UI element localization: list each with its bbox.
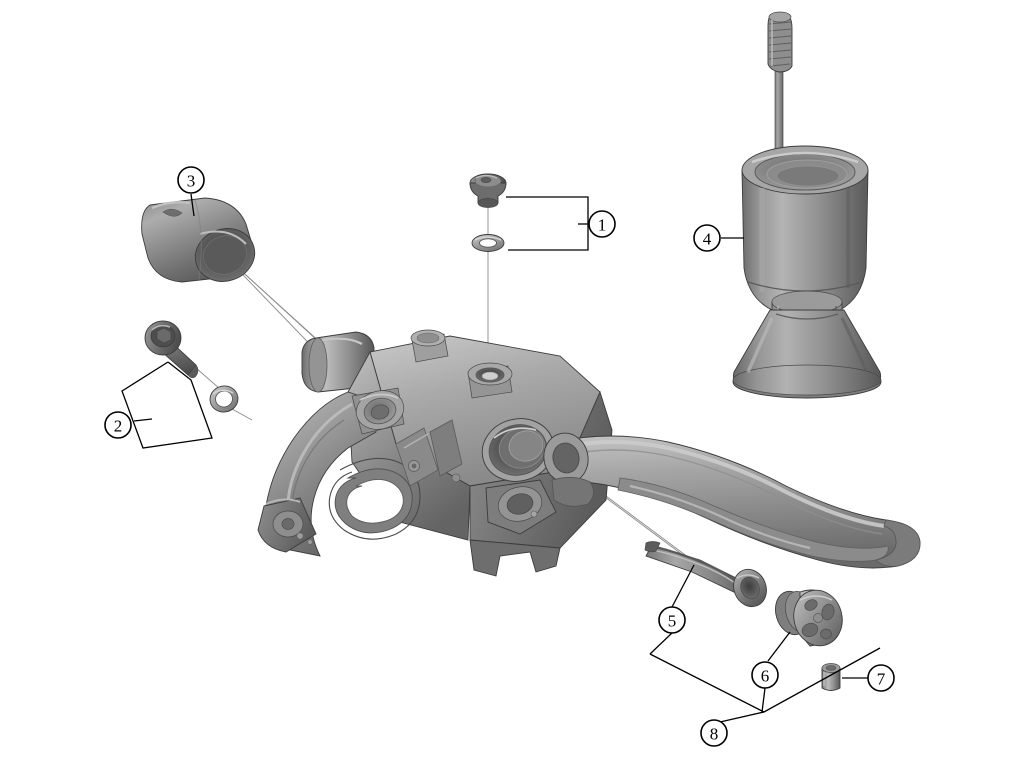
callout-7-circle[interactable] xyxy=(867,664,895,692)
callout-3-label: 3 xyxy=(187,172,196,191)
callout-leader-lines xyxy=(121,193,881,723)
callout-7-label: 7 xyxy=(877,670,886,689)
callout-4[interactable]: 4 xyxy=(693,224,721,252)
callout-4-circle[interactable] xyxy=(693,224,721,252)
brake-lever-arm xyxy=(543,432,921,569)
callout-1-circle[interactable] xyxy=(588,210,616,238)
callout-5[interactable]: 5 xyxy=(658,606,686,634)
clamp-bolt xyxy=(144,320,199,379)
callout-8-label: 8 xyxy=(710,725,719,744)
callout-6-label: 6 xyxy=(761,667,770,686)
reservoir-bleed-kit xyxy=(732,11,882,399)
callout-8-circle[interactable] xyxy=(700,719,728,747)
leader-callout-2-bracket xyxy=(121,361,213,449)
callout-3[interactable]: 3 xyxy=(177,166,205,194)
reach-adjust-dial xyxy=(775,589,843,647)
callout-2-circle[interactable] xyxy=(104,411,132,439)
callout-7[interactable]: 7 xyxy=(867,664,895,692)
callout-1[interactable]: 1 xyxy=(588,210,616,238)
callout-6[interactable]: 6 xyxy=(751,661,779,689)
leader-callout-6 xyxy=(767,631,791,662)
leader-callout-8-stub xyxy=(719,711,765,723)
callout-2[interactable]: 2 xyxy=(104,411,132,439)
rubber-boot-cover xyxy=(141,197,256,283)
callout-6-circle[interactable] xyxy=(751,661,779,689)
callout-2-label: 2 xyxy=(114,417,123,436)
callout-8[interactable]: 8 xyxy=(700,719,728,747)
leader-callout-2-stub xyxy=(133,418,153,422)
callout-3-circle[interactable] xyxy=(177,166,205,194)
leader-callout-3 xyxy=(190,193,195,217)
leader-callout-8-mid xyxy=(761,687,766,713)
master-cylinder-body xyxy=(257,329,613,577)
callout-4-label: 4 xyxy=(703,230,712,249)
callout-5-circle[interactable] xyxy=(658,606,686,634)
lever-pivot-bushing xyxy=(644,541,767,608)
alignment-line-washer xyxy=(231,408,253,421)
leader-callout-8-left xyxy=(649,632,673,655)
clamp-washer xyxy=(209,385,239,413)
callout-1-label: 1 xyxy=(598,216,607,235)
adjuster-plug-cap xyxy=(821,663,841,691)
leader-callout-5 xyxy=(671,564,695,608)
bleed-screw xyxy=(469,173,507,208)
callout-5-label: 5 xyxy=(668,612,677,631)
callout-markers: 1 2 3 4 5 6 7 xyxy=(104,166,895,747)
o-ring-seal xyxy=(471,234,505,252)
